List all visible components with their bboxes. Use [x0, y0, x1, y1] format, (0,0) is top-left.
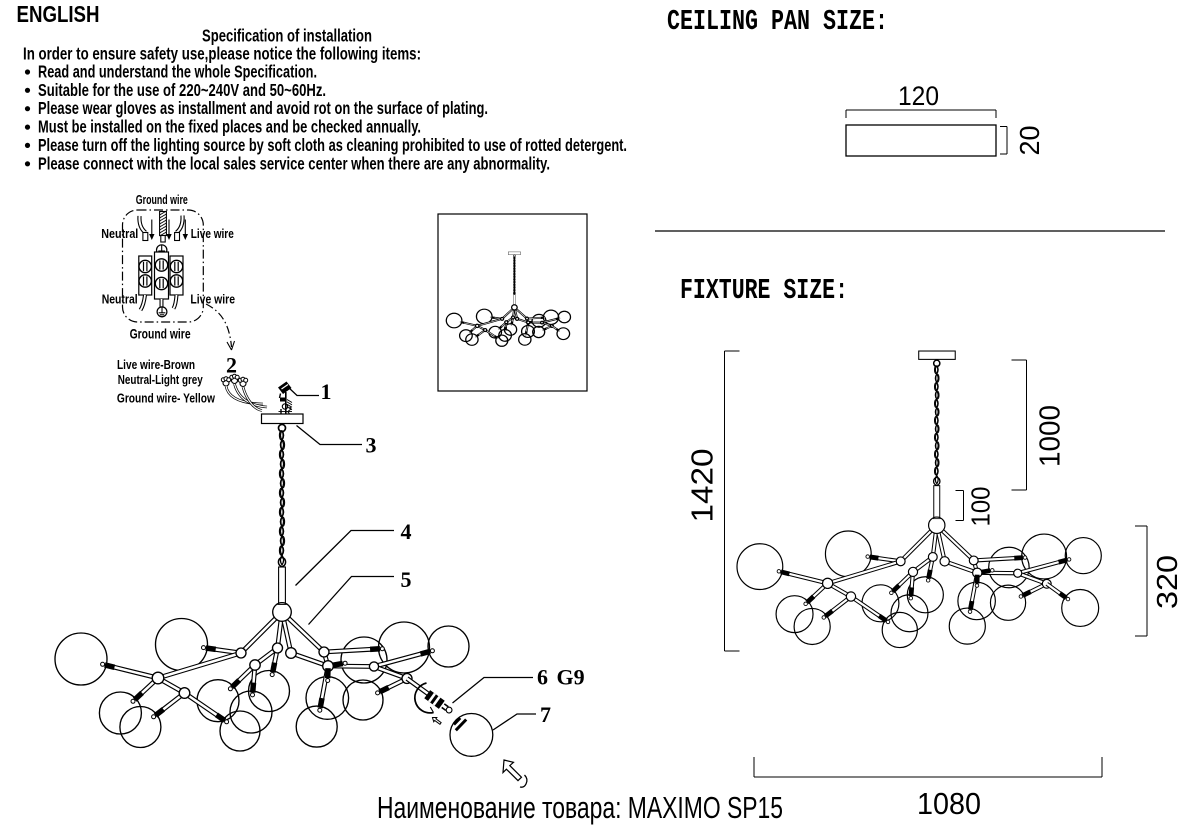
svg-text:6: 6	[537, 665, 548, 690]
svg-text:Ground wire: Ground wire	[136, 192, 188, 207]
svg-text:Ground wire: Ground wire	[130, 326, 191, 341]
svg-text:Must be installed on the fixed: Must be installed on the fixed places an…	[38, 117, 421, 137]
svg-text:CEILING PAN SIZE:: CEILING PAN SIZE:	[667, 5, 888, 38]
svg-text:Наименование товара: MAXIMO SP: Наименование товара: MAXIMO SP15	[377, 790, 783, 825]
svg-text:Please turn off the lighting s: Please turn off the lighting source by s…	[38, 135, 627, 155]
svg-text:4: 4	[401, 519, 412, 544]
svg-text:7: 7	[540, 702, 551, 727]
svg-text:1420: 1420	[685, 449, 720, 523]
svg-text:2: 2	[226, 353, 237, 378]
svg-text:Neutral: Neutral	[102, 292, 138, 307]
svg-text:ENGLISH: ENGLISH	[17, 1, 100, 27]
svg-text:Please wear gloves as installm: Please wear gloves as installment and av…	[38, 98, 488, 118]
svg-text:Specification of installation: Specification of installation	[202, 26, 372, 46]
svg-text:1: 1	[321, 379, 332, 404]
svg-text:Neutral: Neutral	[101, 226, 138, 241]
svg-text:5: 5	[401, 567, 412, 592]
svg-text:FIXTURE SIZE:: FIXTURE SIZE:	[680, 274, 848, 307]
svg-text:100: 100	[966, 487, 996, 527]
svg-text:1000: 1000	[1035, 405, 1067, 467]
svg-text:120: 120	[898, 81, 939, 111]
svg-text:3: 3	[366, 433, 377, 458]
svg-text:Suitable for the use of 220~24: Suitable for the use of 220~240V and 50~…	[38, 80, 326, 100]
svg-text:Live wire: Live wire	[191, 226, 234, 241]
svg-text:Live wire-Brown: Live wire-Brown	[117, 357, 195, 372]
svg-text:1080: 1080	[917, 786, 981, 821]
svg-text:G9: G9	[557, 665, 585, 690]
svg-text:20: 20	[1014, 126, 1045, 156]
svg-text:In order to ensure safety use,: In order to ensure safety use,please not…	[23, 44, 421, 64]
svg-text:Read and understand the whole: Read and understand the whole Specificat…	[38, 62, 317, 82]
svg-text:320: 320	[1152, 555, 1184, 609]
svg-text:Live wire: Live wire	[190, 292, 235, 307]
svg-text:Ground wire- Yellow: Ground wire- Yellow	[117, 391, 216, 406]
svg-text:Neutral-Light grey: Neutral-Light grey	[118, 372, 204, 387]
svg-text:Please connect with the local: Please connect with the local sales serv…	[38, 153, 550, 173]
